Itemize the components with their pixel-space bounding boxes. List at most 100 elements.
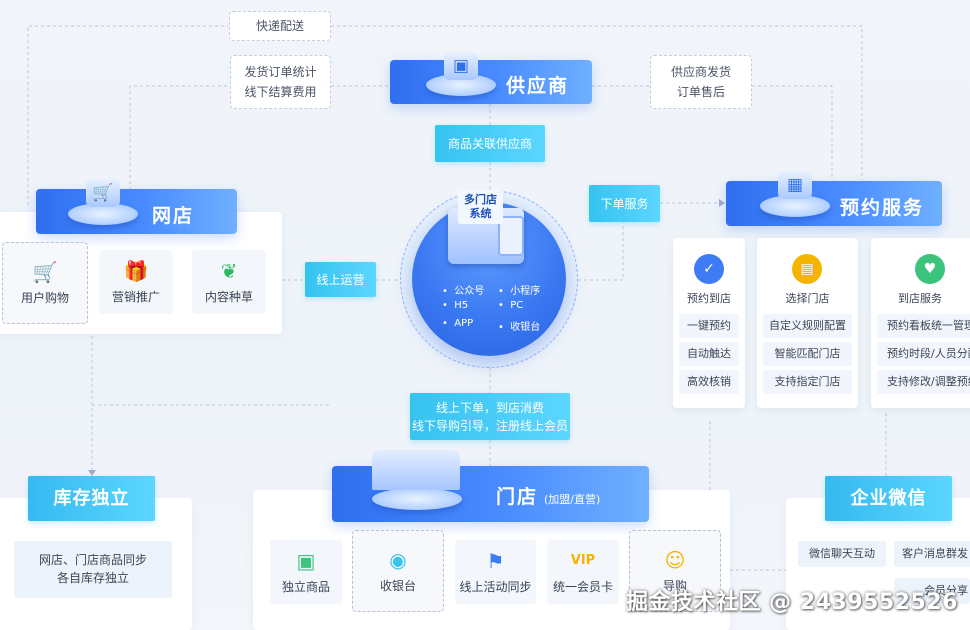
hub-phone-icon (498, 216, 524, 256)
shopping-cart-3d-icon: 🛒 (86, 179, 120, 207)
hub-channel: • H5 (442, 300, 469, 311)
booking-item: 自动触达 (679, 342, 739, 366)
supplier-pedestal (426, 74, 496, 96)
hub-title-line2: 系统 (469, 207, 492, 220)
hub-channel-label: APP (454, 318, 474, 329)
supplier-shipping-line2: 订单售后 (676, 85, 725, 99)
booking-column-store: ▤ 选择门店 自定义规则配置 智能匹配门店 支持指定门店 (757, 238, 858, 408)
booking-item: 高效核销 (679, 370, 739, 394)
inventory-desc: 网店、门店商品同步 各自库存独立 (14, 541, 172, 598)
inventory-desc-line1: 网店、门店商品同步 (38, 553, 147, 567)
store-tile-campaign[interactable]: ⚑ 线上活动同步 (455, 540, 536, 604)
hub-channel-label: 收银台 (510, 322, 541, 333)
supplier-shipping-line1: 供应商发货 (670, 65, 731, 79)
booking-item: 预约看板统一管理 (877, 314, 970, 338)
wecom-banner: 企业微信 (825, 476, 952, 521)
store-subtitle: (加盟/直营) (544, 493, 601, 506)
store-tile-membership[interactable]: VIP 统一会员卡 (547, 540, 619, 604)
storefront-3d-icon (372, 450, 460, 490)
express-note-text: 快递配送 (255, 19, 304, 33)
booking-item: 预约时段/人员分配 (877, 342, 970, 366)
supplier-shipping-note: 供应商发货 订单售后 (650, 55, 752, 109)
store-tile-cashier[interactable]: ◉ 收银台 (352, 530, 444, 612)
booking-item: 一键预约 (679, 314, 739, 338)
hub-channel: • PC (498, 300, 524, 311)
store-title: 门店 (加盟/直营) (496, 482, 600, 509)
tile-label: 独立商品 (281, 579, 330, 594)
hub-channel-label: 小程序 (510, 286, 541, 297)
smile-icon: ☺ (664, 547, 686, 572)
booking-item: 支持修改/调整预约 (877, 370, 970, 394)
booking-item: 支持指定门店 (763, 370, 852, 394)
inventory-title: 库存独立 (53, 487, 130, 509)
wecom-item-chat: 微信聊天互动 (798, 541, 886, 567)
vip-card-icon: VIP (570, 552, 596, 568)
booking-column-service: ♥ 到店服务 预约看板统一管理 预约时段/人员分配 支持修改/调整预约 (871, 238, 970, 408)
shopping-bag-icon: ▣ (296, 548, 316, 573)
online-store-pedestal (68, 203, 138, 225)
wecom-title: 企业微信 (850, 487, 927, 509)
supplier-title: 供应商 (506, 75, 570, 97)
shipping-stats-note: 发货订单统计 线下结算费用 (230, 55, 331, 109)
store-tile-products[interactable]: ▣ 独立商品 (270, 540, 342, 604)
wecom-item-broadcast: 客户消息群发 (894, 541, 970, 567)
tile-label: 营销推广 (111, 289, 160, 304)
booking-column-title: 选择门店 (785, 292, 830, 305)
online-store-banner: 🛒 网店 (36, 179, 237, 234)
store-flow-tag: 线上下单，到店消费 线下导购引导，注册线上会员 (410, 393, 570, 440)
booking-pedestal (760, 195, 830, 217)
store-flow-line1: 线上下单，到店消费 (435, 400, 544, 415)
store-title-text: 门店 (496, 486, 539, 508)
online-store-tile-content[interactable]: ❦ 内容种草 (192, 250, 266, 314)
tile-label: 线上活动同步 (459, 579, 532, 594)
express-note: 快递配送 (229, 11, 331, 41)
hub-channel: • 公众号 (442, 286, 485, 297)
cashier-icon: ◉ (389, 547, 407, 572)
wecom-item-share: 会员分享 (894, 578, 970, 604)
online-ops-tag: 线上运营 (305, 262, 376, 297)
supplier-banner: ▣ 供应商 (390, 52, 592, 104)
hub-title: 多门店 系统 (458, 190, 503, 224)
shipping-stats-line2: 线下结算费用 (244, 85, 317, 99)
calendar-3d-icon: ▦ (778, 171, 812, 199)
tile-label: 导购 (662, 578, 687, 593)
store-icon: ▤ (792, 254, 822, 284)
inventory-banner: 库存独立 (28, 476, 155, 521)
hub-channel: • 小程序 (498, 286, 541, 297)
gift-icon: 🎁 (123, 258, 149, 283)
hub-channel-label: 公众号 (454, 286, 485, 297)
store-banner: 门店 (加盟/直营) (332, 450, 649, 522)
inventory-desc-line2: 各自库存独立 (56, 571, 129, 585)
supplier-box-icon: ▣ (444, 52, 478, 80)
booking-banner: ▦ 预约服务 (726, 171, 942, 226)
hub-channel-label: H5 (454, 300, 469, 311)
online-store-tile-shopping[interactable]: 🛒 用户购物 (2, 242, 88, 324)
heart-icon: ♥ (915, 254, 945, 284)
supplier-link-tag: 商品关联供应商 (435, 125, 545, 162)
flag-icon: ⚑ (486, 548, 505, 573)
tile-label: 内容种草 (204, 289, 253, 304)
watermark: 掘金技术社区 @ 2439552526 (626, 590, 958, 615)
shipping-stats-line1: 发货订单统计 (244, 65, 317, 79)
store-tile-guide[interactable]: ☺ 导购 (629, 530, 721, 612)
store-flow-line2: 线下导购引导，注册线上会员 (411, 418, 568, 433)
hub-channel: • APP (442, 318, 474, 329)
calendar-check-icon: ✓ (694, 254, 724, 284)
tile-label: 统一会员卡 (552, 579, 613, 594)
order-service-tag: 下单服务 (589, 185, 660, 222)
tile-label: 收银台 (379, 578, 416, 593)
booking-column-visit: ✓ 预约到店 一键预约 自动触达 高效核销 (673, 238, 745, 408)
online-store-title: 网店 (152, 205, 195, 227)
booking-column-title: 到店服务 (898, 292, 942, 305)
tile-label: 用户购物 (20, 290, 69, 305)
store-pedestal (372, 488, 462, 510)
online-store-tile-marketing[interactable]: 🎁 营销推广 (99, 250, 173, 314)
booking-title: 预约服务 (840, 197, 925, 219)
online-ops-text: 线上运营 (316, 272, 365, 287)
booking-item: 智能匹配门店 (763, 342, 852, 366)
hub-channel-label: PC (510, 300, 524, 311)
supplier-link-text: 商品关联供应商 (447, 136, 532, 151)
order-service-text: 下单服务 (600, 196, 649, 211)
sprout-icon: ❦ (220, 258, 238, 283)
hub-title-line1: 多门店 (464, 193, 497, 206)
